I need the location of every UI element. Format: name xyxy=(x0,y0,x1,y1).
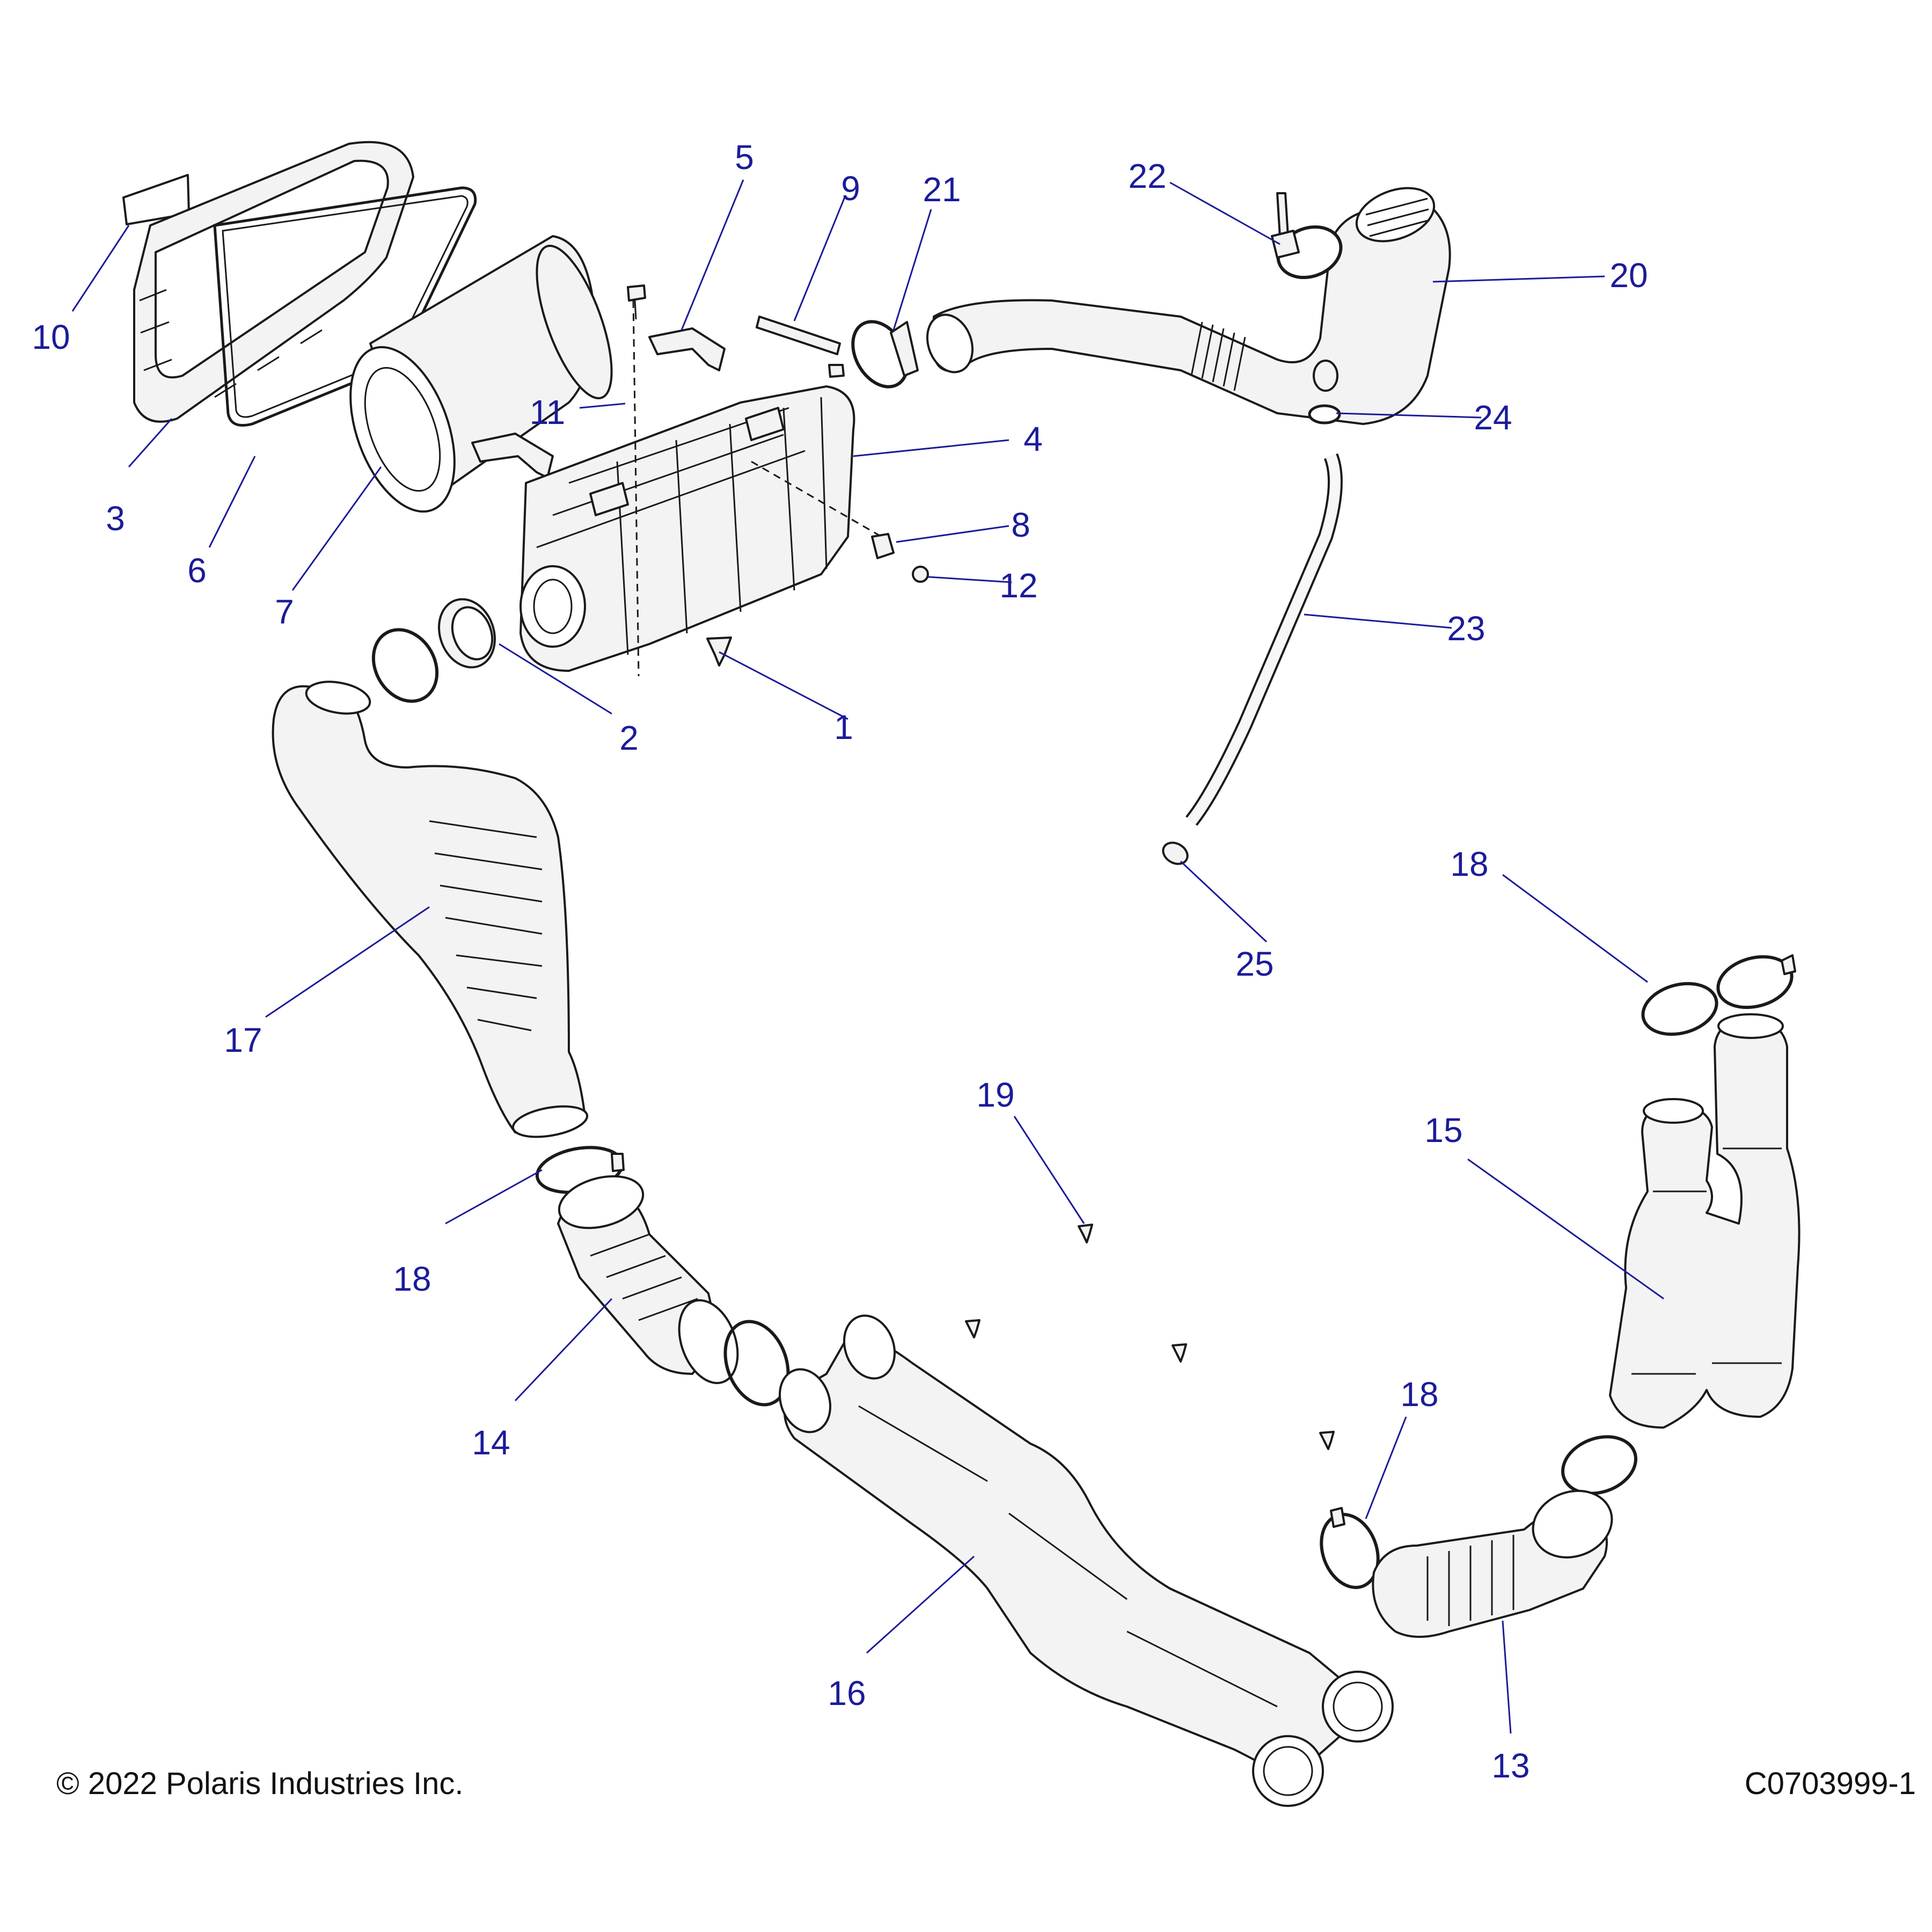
callout-4: 4 xyxy=(1023,420,1043,458)
part-flex-coupler-right xyxy=(1372,1490,1613,1638)
callout-1: 1 xyxy=(834,708,853,747)
part-bolt-small xyxy=(828,364,845,378)
callout-19: 19 xyxy=(976,1075,1014,1114)
leader-17 xyxy=(265,906,430,1018)
leader-18c xyxy=(1365,1416,1407,1519)
drawing-number: C0703999-1 xyxy=(1744,1766,1916,1801)
callout-18-bottom-right: 18 xyxy=(1400,1375,1438,1414)
leader-12 xyxy=(928,576,1012,583)
leader-18b xyxy=(1502,874,1648,983)
leader-16 xyxy=(866,1555,975,1654)
callout-12: 12 xyxy=(999,566,1037,605)
callout-6: 6 xyxy=(187,551,207,590)
callout-24: 24 xyxy=(1474,398,1512,437)
part-air-filter xyxy=(349,235,613,513)
part-clamp-21 xyxy=(851,320,919,389)
part-y-pipe xyxy=(778,1314,1394,1807)
leader-9 xyxy=(793,195,846,321)
part-clamp-24 xyxy=(1308,404,1341,425)
leader-13 xyxy=(1502,1620,1512,1734)
part-airbox-housing xyxy=(519,385,855,672)
callout-8: 8 xyxy=(1011,506,1030,544)
leader-22 xyxy=(1169,181,1280,245)
leader-20 xyxy=(1432,275,1605,283)
part-flex-coupler-left xyxy=(557,1175,790,1407)
leader-25 xyxy=(1180,860,1268,943)
leader-11 xyxy=(579,402,626,409)
callout-22: 22 xyxy=(1128,157,1166,195)
leader-4 xyxy=(853,439,1009,457)
callout-17: 17 xyxy=(224,1021,262,1059)
callout-3: 3 xyxy=(106,499,125,538)
leader-21 xyxy=(892,209,932,331)
leader-8 xyxy=(896,525,1009,543)
leader-10 xyxy=(71,225,130,312)
callout-10: 10 xyxy=(32,318,70,356)
leader-23 xyxy=(1304,613,1452,629)
leader-1 xyxy=(719,651,848,720)
part-clamp-22 xyxy=(1271,192,1343,280)
assembly-dash-lines xyxy=(632,300,891,677)
part-outlet-y-piece xyxy=(1609,1013,1801,1429)
part-coupler xyxy=(438,598,496,669)
part-clamp-18-bottom-right xyxy=(1320,1435,1637,1589)
leader-24 xyxy=(1336,412,1482,419)
copyright-notice: © 2022 Polaris Industries Inc. xyxy=(56,1766,464,1801)
leader-14 xyxy=(514,1298,613,1402)
part-strap xyxy=(756,316,841,355)
part-drain-tube xyxy=(1185,453,1343,826)
callout-21: 21 xyxy=(923,170,961,209)
callout-15: 15 xyxy=(1424,1111,1462,1150)
callout-labels: 1 2 3 4 5 6 7 8 9 10 11 12 13 14 15 16 1… xyxy=(32,138,1648,1785)
part-clamp-25 xyxy=(1162,841,1189,865)
callout-5: 5 xyxy=(735,138,754,177)
callout-2: 2 xyxy=(619,719,639,757)
leader-19 xyxy=(1013,1116,1085,1224)
callout-18-top-right: 18 xyxy=(1450,845,1488,883)
part-drain-plug xyxy=(706,636,732,667)
part-clip xyxy=(871,533,895,559)
leader-18a xyxy=(445,1169,543,1225)
leader-3 xyxy=(128,418,173,467)
leader-15 xyxy=(1467,1158,1664,1300)
callout-25: 25 xyxy=(1235,945,1274,983)
part-grommet xyxy=(912,566,929,583)
callout-7: 7 xyxy=(275,592,294,631)
leader-lines xyxy=(71,179,1664,1734)
part-outlet-duct xyxy=(272,680,589,1138)
leader-5 xyxy=(680,179,744,331)
part-clamp-18-top-right xyxy=(1641,954,1796,1036)
leader-2 xyxy=(499,643,612,715)
part-push-rivets xyxy=(965,1224,1335,1450)
leader-7 xyxy=(291,466,382,591)
callout-16: 16 xyxy=(828,1674,866,1713)
part-intake-duct xyxy=(926,187,1451,425)
leader-6 xyxy=(208,456,256,548)
callout-20: 20 xyxy=(1609,256,1648,295)
callout-13: 13 xyxy=(1491,1746,1529,1785)
callout-9: 9 xyxy=(841,169,860,208)
callout-14: 14 xyxy=(472,1423,510,1462)
callout-11: 11 xyxy=(530,393,565,431)
part-clamp-small xyxy=(371,628,439,703)
part-bolt xyxy=(627,284,646,320)
part-mounting-brackets xyxy=(471,327,726,479)
callout-23: 23 xyxy=(1447,609,1485,648)
callout-18-left: 18 xyxy=(393,1260,431,1298)
